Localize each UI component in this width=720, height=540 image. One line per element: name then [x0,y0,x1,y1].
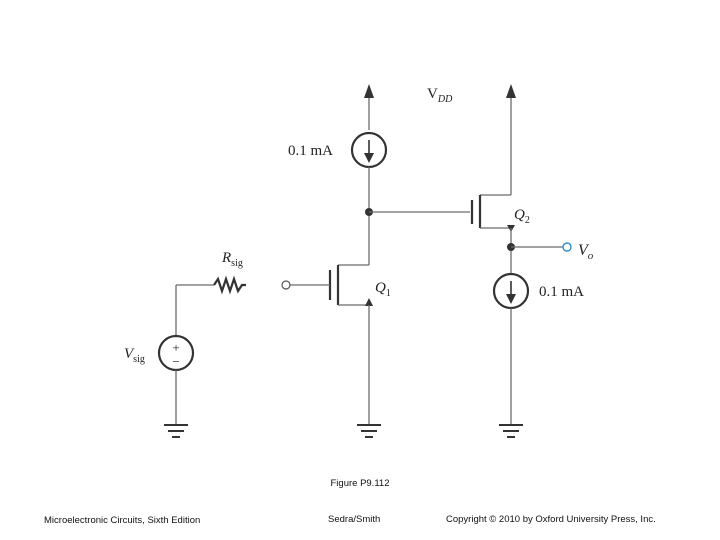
ground-symbol-q1 [357,424,381,438]
q1-label: Q1 [375,280,391,299]
rsig-label: Rsig [221,250,243,269]
current-source-bottom-label: 0.1 mA [539,284,584,300]
footer-book-title: Microelectronic Circuits, Sixth Edition [44,515,201,526]
vdd-arrow-right [506,84,516,195]
vsig-plus-sign: + [172,340,179,355]
q2-label: Q2 [514,207,530,226]
vdd-label: VDD [427,86,453,105]
footer-copyright: Copyright © 2010 by Oxford University Pr… [446,514,656,525]
ground-symbol-right [499,424,523,438]
current-source-top [350,131,388,169]
ground-symbol-vsig [164,424,188,438]
vdd-arrow-left [364,84,374,130]
vo-label: Vo [578,242,594,262]
current-source-top-label: 0.1 mA [288,143,333,159]
current-source-bottom [492,272,530,310]
vsig-label: Vsig [124,346,145,365]
footer-authors: Sedra/Smith [328,514,381,525]
transistor-q2 [470,194,515,232]
figure-caption: Figure P9.112 [330,478,390,489]
resistor-rsig [213,275,246,295]
vsig-minus-sign: − [172,354,179,369]
output-terminal-vo [562,242,572,252]
gate-terminal-q1 [281,280,291,290]
transistor-q1 [328,264,373,306]
